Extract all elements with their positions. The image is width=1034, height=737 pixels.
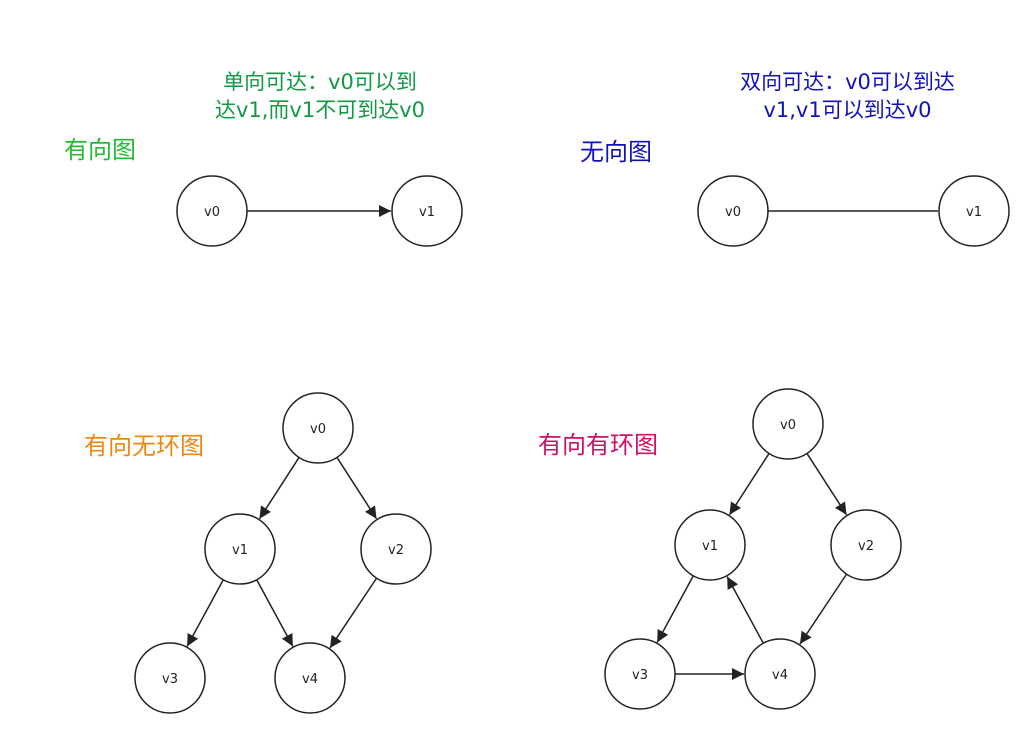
- cyclic-edge-v0-v1: [728, 453, 770, 516]
- dag-edge-v1-v4: [256, 579, 294, 647]
- undirected-graph-title: 无向图: [580, 138, 652, 166]
- dag-node-label-v1: v1: [232, 543, 248, 558]
- dag-node-circle-v1: [204, 513, 276, 585]
- cyclic-node-label-v2: v2: [858, 539, 874, 554]
- directed-note-line1: 单向可达：v0可以到: [223, 70, 417, 94]
- cyclic-node-label-v4: v4: [772, 668, 788, 683]
- cyclic-node-label-v1: v1: [702, 539, 718, 554]
- dag-node-v0: v0: [282, 392, 354, 464]
- dag-node-circle-v0: [282, 392, 354, 464]
- directed-node-a: v0: [176, 175, 248, 247]
- dag-node-label-v3: v3: [162, 672, 178, 687]
- directed-node-label-a: v0: [204, 205, 220, 220]
- dag-title: 有向无环图: [84, 432, 204, 460]
- cyclic-edge-v0-v2: [806, 453, 848, 516]
- dag-node-label-v4: v4: [302, 672, 318, 687]
- undirected-node-b: v1: [938, 175, 1010, 247]
- cyclic-node-circle-v1: [674, 509, 746, 581]
- cyclic-node-v4: v4: [744, 638, 816, 710]
- directed-node-circle-a: [176, 175, 248, 247]
- undirected-node-a: v0: [697, 175, 769, 247]
- dag-node-circle-v3: [134, 642, 206, 714]
- dag-node-v4: v4: [274, 642, 346, 714]
- directed-node-b: v1: [391, 175, 463, 247]
- nodes-layer: v0 v1 v0 v1 v0 v1 v2 v3 v4 v0 v1 v2 v3 v4: [134, 175, 1010, 714]
- directed-graph-title: 有向图: [64, 136, 136, 164]
- dag-edge-v0-v2: [336, 457, 378, 520]
- directed-node-label-b: v1: [419, 205, 435, 220]
- cyclic-node-circle-v0: [752, 388, 824, 460]
- undirected-node-circle-a: [697, 175, 769, 247]
- cyclic-graph-title: 有向有环图: [538, 431, 658, 459]
- undirected-graph-note: 双向可达：v0可以到达 v1,v1可以到达v0: [715, 68, 980, 124]
- undirected-node-circle-b: [938, 175, 1010, 247]
- directed-note-line2: 达v1,而v1不可到达v0: [214, 98, 426, 122]
- undirected-note-line1: 双向可达：v0可以到达: [740, 70, 955, 94]
- undirected-node-label-a: v0: [725, 205, 741, 220]
- cyclic-edge-v1-v3: [656, 575, 694, 643]
- dag-node-circle-v4: [274, 642, 346, 714]
- dag-node-label-v2: v2: [388, 543, 404, 558]
- dag-node-v3: v3: [134, 642, 206, 714]
- dag-node-label-v0: v0: [310, 422, 326, 437]
- cyclic-node-label-v3: v3: [632, 668, 648, 683]
- dag-edge-v0-v1: [258, 457, 300, 520]
- cyclic-node-circle-v3: [604, 638, 676, 710]
- dag-node-v2: v2: [360, 513, 432, 585]
- dag-node-circle-v2: [360, 513, 432, 585]
- dag-edge-v1-v3: [186, 579, 224, 647]
- cyclic-node-label-v0: v0: [780, 418, 796, 433]
- dag-node-v1: v1: [204, 513, 276, 585]
- undirected-note-line2: v1,v1可以到达v0: [763, 98, 932, 122]
- directed-graph-note: 单向可达：v0可以到 达v1,而v1不可到达v0: [190, 68, 450, 124]
- cyclic-node-v1: v1: [674, 509, 746, 581]
- cyclic-node-circle-v4: [744, 638, 816, 710]
- cyclic-node-v2: v2: [830, 509, 902, 581]
- undirected-node-label-b: v1: [966, 205, 982, 220]
- edges-layer: [186, 205, 938, 680]
- cyclic-node-v3: v3: [604, 638, 676, 710]
- directed-node-circle-b: [391, 175, 463, 247]
- cyclic-edge-v2-v4: [799, 573, 848, 645]
- cyclic-edge-v4-v1: [726, 576, 764, 644]
- cyclic-node-v0: v0: [752, 388, 824, 460]
- dag-edge-v2-v4: [329, 577, 378, 649]
- cyclic-node-circle-v2: [830, 509, 902, 581]
